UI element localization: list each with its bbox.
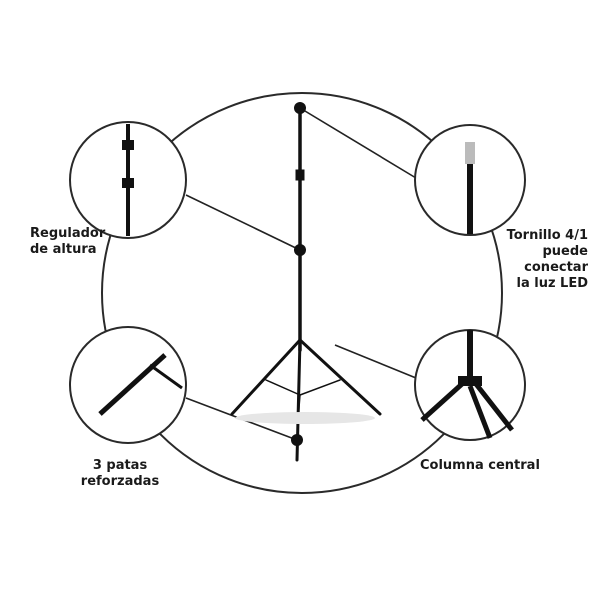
label-line: reforzadas [80, 474, 160, 489]
label-height-adjuster: Regulador de altura [30, 226, 105, 258]
dot-top [294, 102, 306, 114]
label-legs: 3 patas reforzadas [72, 458, 168, 490]
main-circle [101, 92, 503, 494]
detail-screw [414, 124, 526, 236]
dot-bottom [291, 434, 303, 446]
dot-middle [294, 244, 306, 256]
detail-column [414, 329, 526, 441]
label-line: conectar [524, 260, 588, 275]
label-line: puede [542, 244, 589, 259]
detail-height-adjuster [69, 121, 187, 239]
detail-legs [69, 326, 187, 444]
light-stand [230, 106, 382, 462]
label-line: la luz LED [516, 276, 588, 291]
label-line: 3 patas [92, 458, 148, 473]
label-line: Tornillo 4/1 [506, 228, 588, 243]
label-column: Columna central [420, 458, 540, 473]
label-line: Regulador [30, 226, 106, 241]
label-line: de altura [30, 242, 97, 257]
label-screw: Tornillo 4/1 puede conectar la luz LED [507, 228, 588, 292]
